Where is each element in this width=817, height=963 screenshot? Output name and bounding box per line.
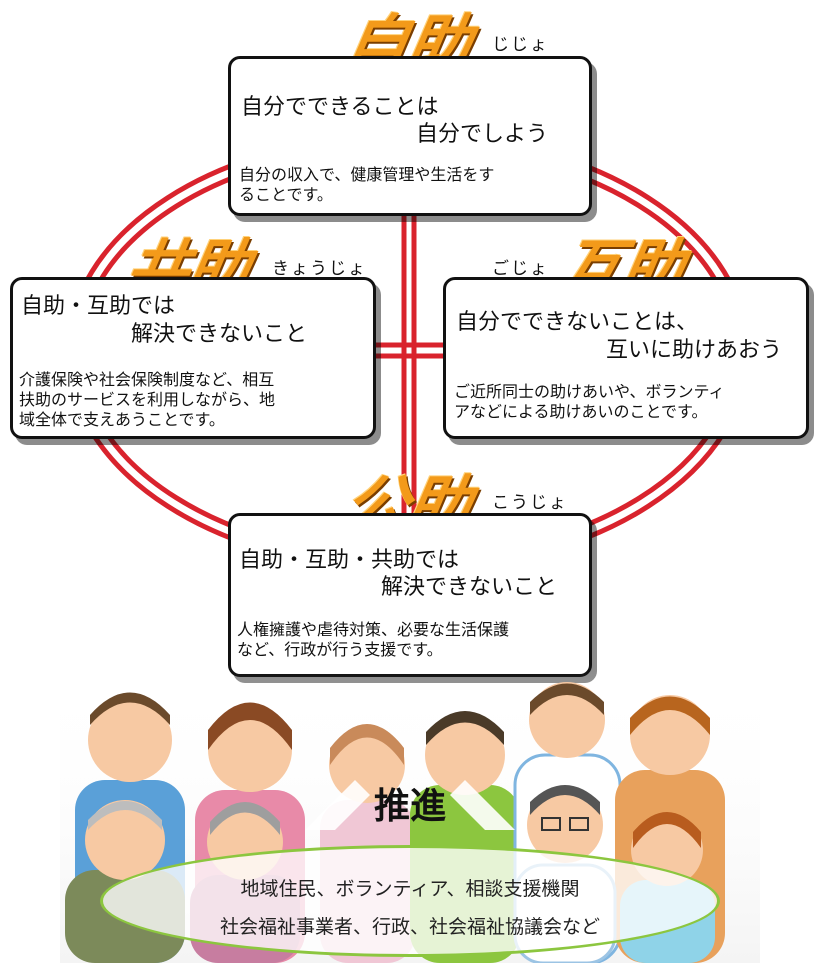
kojo-lead-1: 自助・互助・共助では: [239, 548, 460, 573]
promotion-line-1: 地域住民、ボランティア、相談支援機関: [240, 878, 580, 900]
promotion-title: 推進: [373, 786, 446, 827]
jijo-desc-2: ることです。: [239, 185, 333, 204]
kyojo-box: 自助・互助では 解決できないこと 介護保険や社会保険制度など、相互 扶助のサービ…: [10, 277, 376, 439]
jijo-reading: じじょ: [492, 35, 549, 55]
kyojo-desc-3: 域全体で支えあうことです。: [19, 410, 225, 429]
kyojo-lead-1: 自助・互助では: [21, 294, 176, 319]
kojo-lead-2: 解決できないこと: [381, 575, 558, 600]
kyojo-lead-2: 解決できないこと: [131, 322, 308, 347]
jijo-desc-1: 自分の収入で、健康管理や生活をす: [239, 165, 495, 184]
kojo-desc-2: など、行政が行う支援です。: [237, 640, 443, 659]
gojo-lead-1: 自分でできないことは、: [456, 310, 699, 335]
jijo-box: 自分でできることは 自分でしよう 自分の収入で、健康管理や生活をす ることです。: [228, 56, 592, 216]
kojo-desc-1: 人権擁護や虐待対策、必要な生活保護: [237, 620, 510, 639]
gojo-reading: ごじょ: [492, 259, 549, 279]
kyojo-desc-1: 介護保険や社会保険制度など、相互: [19, 370, 275, 389]
promotion-oval: 地域住民、ボランティア、相談支援機関 社会福祉事業者、行政、社会福祉協議会など: [100, 845, 720, 957]
kojo-box: 自助・互助・共助では 解決できないこと 人権擁護や虐待対策、必要な生活保護 など…: [228, 513, 592, 677]
kyojo-desc-2: 扶助のサービスを利用しながら、地: [19, 390, 276, 409]
jijo-lead-2: 自分でしよう: [416, 122, 549, 147]
gojo-lead-2: 互いに助けあおう: [606, 338, 783, 363]
kojo-reading: こうじょ: [492, 493, 568, 513]
gojo-desc-1: ご近所同士の助けあいや、ボランティ: [454, 382, 725, 401]
promotion-arrow-icon: [305, 780, 515, 830]
promotion-line-2: 社会福祉事業者、行政、社会福祉協議会など: [219, 916, 600, 938]
gojo-box: 自分でできないことは、 互いに助けあおう ご近所同士の助けあいや、ボランティ ア…: [443, 277, 809, 439]
kyojo-reading: きょうじょ: [272, 259, 367, 279]
jijo-lead-1: 自分でできることは: [241, 95, 439, 120]
gojo-desc-2: アなどによる助けあいのことです。: [454, 402, 708, 421]
